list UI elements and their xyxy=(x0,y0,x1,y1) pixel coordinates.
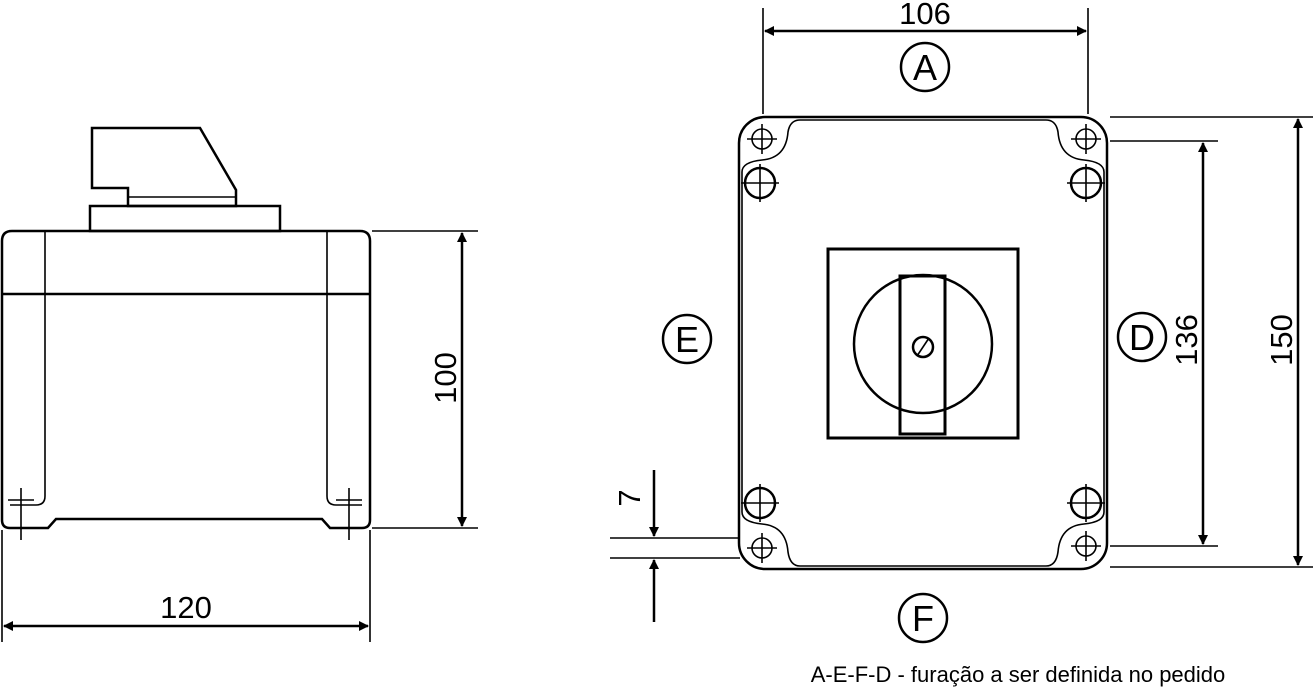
fixing-hole-top-right xyxy=(1071,124,1101,154)
top-width-label: 106 xyxy=(899,0,951,31)
marker-e: E xyxy=(661,313,713,365)
footnote-text: A-E-F-D - furação a ser definida no pedi… xyxy=(811,662,1226,687)
switch-knob xyxy=(898,274,947,436)
fixing-hole-top-left xyxy=(747,124,777,154)
knob-screw xyxy=(911,335,935,359)
svg-text:E: E xyxy=(675,319,699,360)
svg-text:D: D xyxy=(1129,317,1155,358)
fixing-hole-bottom-left xyxy=(747,533,777,563)
svg-text:F: F xyxy=(912,598,934,639)
height-label: 100 xyxy=(428,352,463,404)
offset-label: 7 xyxy=(612,489,647,506)
marker-f: F xyxy=(897,592,949,644)
front-view: 106 136 150 7 A E D F xyxy=(610,0,1313,644)
marker-d: D xyxy=(1116,311,1168,363)
total-height-label: 150 xyxy=(1264,314,1299,366)
fixing-hole-bottom-right xyxy=(1071,531,1101,561)
side-enclosure-body xyxy=(0,229,372,530)
mount-hole-cross-left xyxy=(8,488,34,540)
switch-base xyxy=(88,204,282,233)
marker-a: A xyxy=(899,41,951,93)
switch-handle xyxy=(90,126,238,208)
lid-screw-top-right xyxy=(1067,164,1105,202)
width-label: 120 xyxy=(160,590,212,625)
switch-dial xyxy=(852,273,994,415)
lid-screw-top-left xyxy=(741,164,779,202)
lid-screw-bottom-right xyxy=(1067,484,1105,522)
hole-spacing-label: 136 xyxy=(1169,314,1204,366)
svg-text:A: A xyxy=(913,47,937,88)
front-lid-outline xyxy=(741,119,1105,567)
switch-faceplate xyxy=(826,247,1020,440)
mount-hole-cross-right xyxy=(336,488,362,540)
front-enclosure-outline xyxy=(737,115,1109,571)
lid-screw-bottom-left xyxy=(741,484,779,522)
side-view: 100 120 xyxy=(0,126,478,642)
